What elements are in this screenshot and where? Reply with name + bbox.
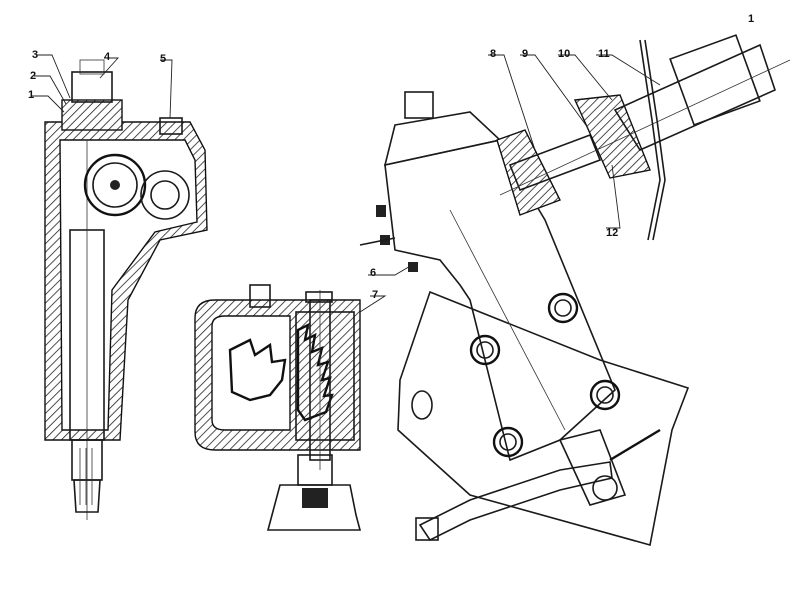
callout-8: 8	[490, 48, 496, 60]
callout-10: 10	[558, 48, 570, 60]
callout-3: 3	[32, 49, 38, 61]
callout-4: 4	[104, 51, 111, 63]
callout-7: 7	[372, 289, 378, 301]
callout-6: 6	[370, 267, 376, 279]
vertical-section-view	[44, 59, 208, 520]
callout-5: 5	[160, 53, 166, 65]
callout-labels: 1 2 3 4 5 6 7 8 9 10 11 12 1	[28, 13, 754, 301]
callout-1: 1	[28, 89, 34, 101]
callout-11: 11	[598, 48, 610, 60]
corner-mark: 1	[748, 13, 754, 25]
callout-leaders	[32, 54, 661, 313]
installed-assembly-view	[359, 34, 791, 547]
callout-12: 12	[606, 227, 618, 239]
cross-section-view	[194, 284, 362, 531]
callout-2: 2	[30, 70, 36, 82]
callout-9: 9	[522, 48, 528, 60]
